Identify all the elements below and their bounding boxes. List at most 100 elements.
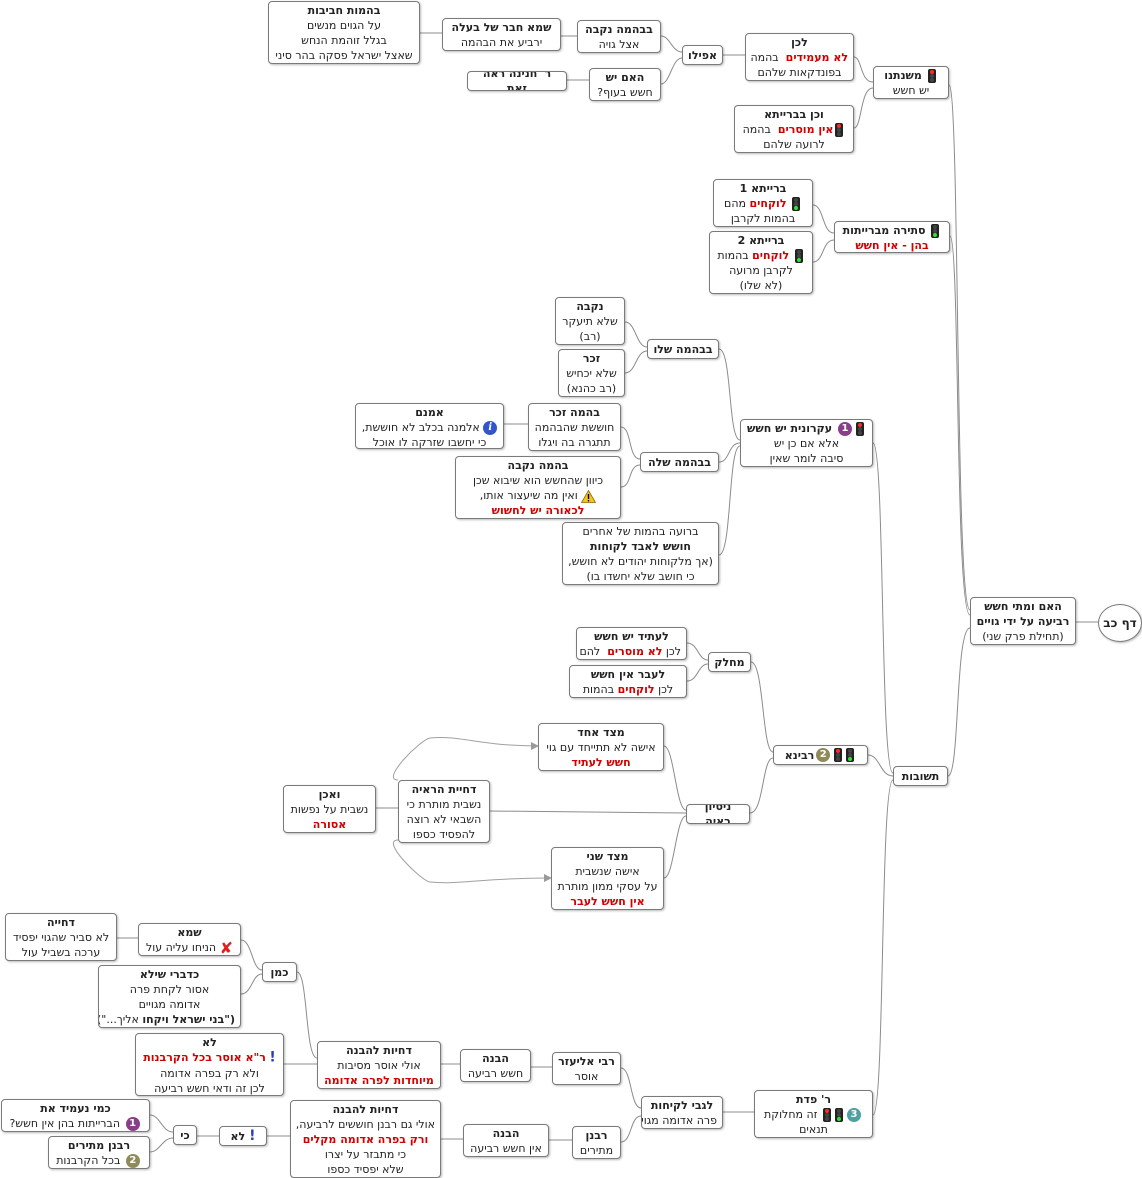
kedivrei-line3a: ("בני ישראל ויקחו xyxy=(142,1013,235,1026)
mitzad-sheni-line2: על עסקי ממון מותרת xyxy=(557,880,658,893)
shema-chaver-title: שמא חבר של בעלה xyxy=(451,21,552,34)
r-chanina-node[interactable]: ר' חנינה ראה זאת xyxy=(467,71,567,91)
behemot-chavivot-node[interactable]: בהמות חביבות על הגוים מנשים בגלל זוהמת ה… xyxy=(268,1,420,64)
mitzad-echad-node[interactable]: מצד אחד אישה לא תתייחד עם גוי חשש לעתיד xyxy=(538,723,664,771)
ki-label: כי xyxy=(180,1128,190,1142)
exclamation-icon: ! xyxy=(269,1049,276,1066)
mitzad-sheni-node[interactable]: מצד שני אישה שנשבית על עסקי ממון מותרת א… xyxy=(551,847,664,910)
mishnatenu-node[interactable]: משנתנו יש חשש xyxy=(873,66,949,99)
rabanan-node[interactable]: רבנן מתירים xyxy=(572,1126,621,1159)
shema-text: הניחו עליה עול xyxy=(145,941,217,954)
behemot-chavivot-line1: על הגוים מנשים xyxy=(306,19,382,32)
lachen-red: לא מעמידים xyxy=(785,51,848,64)
veachen-node[interactable]: ואכן נשבית על נפשות אסורה xyxy=(283,785,376,833)
shema-node[interactable]: שמא ✘ הניחו עליה עול xyxy=(138,923,241,956)
r-pedat-node[interactable]: ר' פדת 3 זה מחלוקת תנאים xyxy=(754,1090,873,1138)
omnam-node[interactable]: אמנם i אלמנה בכלב לא חוששת, כי יחשבו שזר… xyxy=(355,403,504,449)
roaa-node[interactable]: ברועה בהמות של אחרים חושש לאבד לקוחות (א… xyxy=(562,522,719,585)
dechiyot1-red: מיוחדות לפרה אדומה xyxy=(324,1074,434,1087)
roaa-line1: ברועה בהמות של אחרים xyxy=(582,525,699,538)
behema-nekeva-red: לכאורה יש לחשוש xyxy=(491,504,585,517)
kaman-node[interactable]: כמן xyxy=(262,962,297,982)
leavar-node[interactable]: לעבר אין חשש לכן לוקחים בהמות xyxy=(569,665,687,698)
shema-title: שמא xyxy=(177,926,202,939)
lo-top-line1: ולא רק בפרה אדומה xyxy=(160,1066,259,1080)
lo-top-node[interactable]: לא ! ר"א אוסר בכל הקרבנות ולא רק בפרה אד… xyxy=(135,1033,284,1096)
root-node[interactable]: דף כב xyxy=(1098,604,1142,642)
nisayon-label: ניסיון ראיה xyxy=(704,804,732,824)
traffic-light-red-icon xyxy=(822,1108,831,1122)
vechen-node[interactable]: וכן בברייתא אין מוסרים בהמה לרועה שלהם xyxy=(734,105,854,153)
behema-nekeva-title: בהמה נקבה xyxy=(507,459,569,472)
veachen-line: נשבית על נפשות xyxy=(290,803,369,816)
dechiya-node[interactable]: דחייה לא סביר שהגוי יפסיד ערכה בשביל עול xyxy=(5,913,117,961)
dechiyot1-node[interactable]: דחיות להבנה אולי אוסר מסיבות מיוחדות לפר… xyxy=(317,1041,441,1089)
mechalek-node[interactable]: מחלק xyxy=(708,652,751,672)
bebehema-shelo-node[interactable]: בבהמה שלו xyxy=(647,339,719,359)
behema-zachar-node[interactable]: בהמה זכר חוששת שהבהמה תתגרה בה ויגלו xyxy=(528,403,621,451)
kedivrei-line2: אדומה מגויים xyxy=(138,998,201,1011)
lo-top-red: ר"א אוסר בכל הקרבנות xyxy=(143,1051,266,1064)
ravina-node[interactable]: 2 רבינא xyxy=(773,745,868,765)
dechiyot2-line1: אולי גם רבנן חוששים לרביעה, xyxy=(295,1118,435,1131)
nekeva-goya-node[interactable]: בבהמה נקבה אצל גויה xyxy=(577,20,661,53)
mitzad-sheni-line1: אישה שנשבית xyxy=(575,865,640,878)
havana1-node[interactable]: הבנה חשש רביעה xyxy=(460,1049,531,1082)
leatid-title: לעתיד יש חשש xyxy=(594,630,669,643)
dechiyot1-title: דחיות להבנה xyxy=(346,1044,412,1057)
ravina-label: רבינא xyxy=(784,748,815,762)
rabanan-title: רבנן xyxy=(585,1129,608,1142)
main-title-2: רביעה על ידי גויים xyxy=(976,615,1070,628)
traffic-light-green-icon xyxy=(834,1108,843,1122)
nisayon-node[interactable]: ניסיון ראיה xyxy=(686,804,750,824)
afilu-node[interactable]: אפילו xyxy=(682,45,723,65)
dechiyat-raya-node[interactable]: דחיית הראיה נשבית מותרת כי השבאי לא רוצה… xyxy=(398,780,490,843)
main-topic[interactable]: האם ומתי חשש רביעה על ידי גויים (תחילת פ… xyxy=(970,597,1076,645)
lachen-node[interactable]: לכן לא מעמידים בהמה בפונדקאות שלהם xyxy=(745,33,854,81)
mishnatenu-text: יש חשש xyxy=(892,84,930,97)
braita1-node[interactable]: ברייתא 1 לוקחים מהם בהמות לקרבן xyxy=(713,179,813,227)
zachar-shelo-node[interactable]: זכר שלא יכחיש (רב כהנא) xyxy=(558,349,625,397)
kedivrei-node[interactable]: כדברי שילא אסור לקחת פרה אדומה מגויים ("… xyxy=(98,965,241,1028)
leatid-node[interactable]: לעתיד יש חשש לכן לא מוסרים להם xyxy=(576,627,687,660)
teshuvot-node[interactable]: תשובות xyxy=(893,766,948,786)
number-2-icon: 2 xyxy=(125,1154,140,1168)
havana2-node[interactable]: הבנה אין חשש רביעה xyxy=(463,1124,549,1157)
traffic-light-red-icon xyxy=(927,69,936,83)
behema-nekeva-node[interactable]: בהמה נקבה כיוון שהחשש הוא שיבוא שכן ואין… xyxy=(455,456,621,519)
number-1-icon: 1 xyxy=(125,1117,140,1131)
traffic-light-green-icon xyxy=(791,197,800,211)
number-1-icon: 1 xyxy=(837,422,852,436)
stira-title: סתירה מברייתות xyxy=(842,224,926,237)
behemot-chavivot-line2: בגלל זוהמת הנחש xyxy=(301,34,387,47)
nekeva-shelo-title: נקבה xyxy=(576,300,604,313)
lo-bottom-node[interactable]: ! לא xyxy=(219,1126,267,1146)
omnam-line1: אלמנה בכלב לא חוששת, xyxy=(361,421,480,434)
shema-chaver-node[interactable]: שמא חבר של בעלה ירביע את הבהמה xyxy=(442,18,561,51)
braita1-red: לוקחים xyxy=(749,197,787,210)
braita1-title: ברייתא 1 xyxy=(739,182,787,195)
leatid-line1: לכן xyxy=(665,645,681,658)
havana2-title: הבנה xyxy=(492,1127,520,1140)
braita2-red: לוקחים xyxy=(752,249,790,262)
dechiyot2-node[interactable]: דחיות להבנה אולי גם רבנן חוששים לרביעה, … xyxy=(290,1100,441,1178)
nekeva-shelo-node[interactable]: נקבה שלא תיעקר (רב) xyxy=(555,297,625,345)
bebehema-shela-node[interactable]: בבהמה שלה xyxy=(640,452,719,472)
r-eliezer-node[interactable]: רבי אליעזר אוסר xyxy=(552,1052,621,1085)
bebehema-shela-label: בבהמה שלה xyxy=(648,455,711,469)
haim-yesh-node[interactable]: האם יש חשש בעוף? xyxy=(589,68,661,101)
lo-top-title: לא xyxy=(202,1036,217,1049)
rabanan-matirim-node[interactable]: רבנן מתירים 2 בכל הקרבנות xyxy=(48,1136,150,1169)
ki-node[interactable]: כי xyxy=(173,1125,197,1145)
mitzad-echad-title: מצד אחד xyxy=(577,726,625,739)
kemi-node[interactable]: כמי נעמיד את 1 הברייתות בהן אין חשש? xyxy=(1,1099,150,1132)
dechiyat-raya-line3: להפסיד כספו xyxy=(412,828,476,841)
legabei-node[interactable]: לגבי לקיחות פרה אדומה מגוי xyxy=(641,1096,723,1129)
zachar-shelo-line1: שלא יכחיש xyxy=(566,367,617,380)
stira-node[interactable]: סתירה מברייתות בהן - אין חשש xyxy=(834,221,950,253)
behema-zachar-line1: חוששת שהבהמה xyxy=(534,421,615,434)
ekronit-node[interactable]: 1 עקרונית יש חשש אלא אם כן יש סיבה לומר … xyxy=(740,419,873,467)
braita2-node[interactable]: ברייתא 2 לוקחים בהמות לקרבן מרועה (לא של… xyxy=(709,231,813,294)
ekronit-line1: אלא אם כן יש xyxy=(773,437,840,450)
roaa-line3: כי חושב שלא יחשדו בו) xyxy=(586,570,695,583)
